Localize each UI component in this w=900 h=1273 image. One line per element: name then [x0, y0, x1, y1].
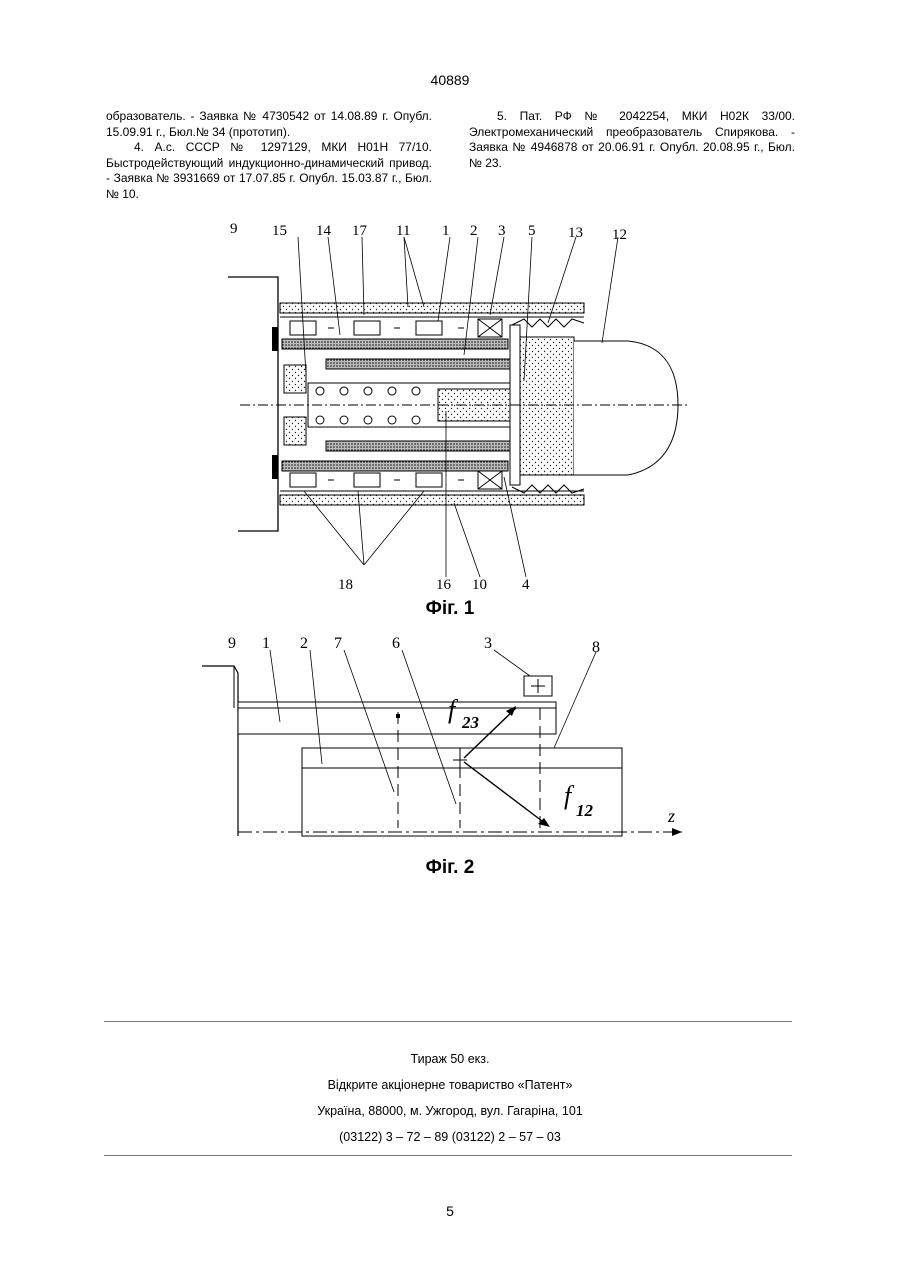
figure-2-label: 9	[228, 635, 236, 652]
figure-2-caption: Фіг. 2	[0, 857, 900, 879]
figure-2-label: 6	[392, 635, 400, 652]
figure-1-label: 4	[522, 577, 530, 593]
figure-2-label: 7	[334, 635, 342, 652]
figure-1-label: 16	[436, 577, 452, 593]
force-f23-subscript: 23	[461, 713, 480, 732]
figure-2-drawing: 9 1 2 7 6 3 8 f 23 f 12 z	[194, 628, 694, 856]
reference-paragraph: 5. Пат. РФ № 2042254, МКИ Н02К 33/00. Эл…	[469, 109, 795, 171]
figure-1-label: 10	[472, 577, 487, 593]
figure-2-label: 1	[262, 635, 270, 652]
print-run: Тираж 50 екз.	[0, 1046, 900, 1072]
figure-2-label: 3	[484, 635, 492, 652]
figure-1-label: 17	[352, 223, 368, 239]
publisher-address: Україна, 88000, м. Ужгород, вул. Гагарін…	[0, 1098, 900, 1124]
references-right-column: 5. Пат. РФ № 2042254, МКИ Н02К 33/00. Эл…	[469, 109, 795, 171]
figure-1-label: 5	[528, 223, 536, 239]
document-number: 40889	[0, 72, 900, 88]
figure-1-label: 11	[396, 223, 410, 239]
figure-1-label: 13	[568, 225, 583, 241]
page-number: 5	[0, 1203, 900, 1219]
axis-z-label: z	[667, 806, 675, 826]
figure-1-label: 14	[316, 223, 332, 239]
reference-paragraph: образователь. - Заявка № 4730542 от 14.0…	[106, 109, 432, 140]
publisher-phones: (03122) 3 – 72 – 89 (03122) 2 – 57 – 03	[0, 1124, 900, 1150]
figure-2-label: 2	[300, 635, 308, 652]
figure-1-caption: Фіг. 1	[0, 598, 900, 620]
figure-2-label: 8	[592, 639, 600, 656]
footer-bottom-rule	[104, 1155, 792, 1156]
figure-1-drawing: 9 15 14 17 11 1 2 3 5 13 12 18 16 10 4	[228, 215, 693, 597]
figure-1-label: 15	[272, 223, 287, 239]
force-f12-subscript: 12	[576, 801, 594, 820]
publisher-name: Відкрите акціонерне товариство «Патент»	[0, 1072, 900, 1098]
figure-1-label: 3	[498, 223, 506, 239]
footer-top-rule	[104, 1021, 792, 1022]
figure-1-label: 2	[470, 223, 478, 239]
figure-1-label: 12	[612, 227, 627, 243]
reference-paragraph: 4. А.с. СССР № 1297129, МКИ Н01Н 77/10. …	[106, 140, 432, 202]
publisher-info: Тираж 50 екз. Відкрите акціонерне товари…	[0, 1046, 900, 1150]
figure-1-label: 18	[338, 577, 353, 593]
figure-1-label: 9	[230, 221, 238, 237]
references-left-column: образователь. - Заявка № 4730542 от 14.0…	[106, 109, 432, 202]
figure-1-label: 1	[442, 223, 450, 239]
